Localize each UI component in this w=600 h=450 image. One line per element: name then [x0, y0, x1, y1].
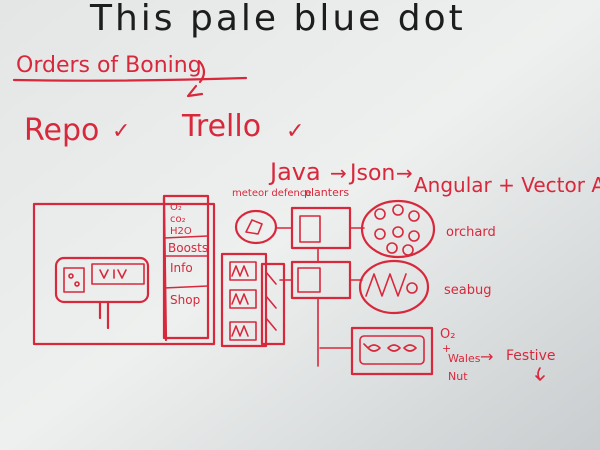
meteor-defence-turret: [245, 219, 263, 235]
label-orchard: orchard: [446, 225, 496, 240]
sidebar-item-boosts: Boosts: [168, 241, 208, 255]
sidebar-item-shop: Shop: [170, 293, 200, 307]
planters-box-inner: [299, 215, 321, 243]
sidebar-item-o2: O₂: [170, 202, 182, 213]
resource-arrow: →: [480, 347, 493, 366]
planter-column: [220, 252, 286, 348]
planter-slot-3-wave: [231, 325, 249, 337]
planter-strip-lines: [265, 271, 277, 331]
heading-underline: [12, 76, 248, 82]
pipeline-arrow-1: →: [330, 161, 347, 185]
task-repo: Repo: [24, 113, 99, 148]
console-dial: [63, 267, 85, 293]
planter-slot-3: [229, 321, 257, 341]
planter-stack: [220, 252, 268, 348]
sidebar-item-info: Info: [170, 261, 193, 275]
meteor-defence-dome: [234, 209, 278, 245]
task-repo-check: ✓: [112, 119, 130, 144]
console-glyphs: [99, 269, 127, 279]
inner-console: [54, 256, 150, 304]
seabug-bug: [406, 282, 418, 294]
planter-slot-1-wave: [231, 265, 249, 277]
resource-wales: Wales: [448, 352, 481, 365]
sidebar-item-co2: co₂: [170, 214, 186, 225]
label-planters: planters: [304, 186, 349, 199]
dial-dot-1: [68, 273, 74, 279]
planter-slot-2: [229, 289, 257, 309]
mid-box-inner: [297, 267, 321, 293]
label-festive: Festive: [506, 348, 555, 364]
planter-slot-2-wave: [231, 293, 249, 305]
board-title: This pale blue dot: [89, 0, 466, 39]
orchard-trees: [374, 204, 420, 256]
heading-arrow-squiggle: [186, 60, 206, 98]
sidebar-item-h2o: H2O: [170, 226, 192, 237]
label-seabug: seabug: [444, 283, 491, 298]
seabug-dome: [358, 259, 430, 315]
resource-o2: O₂: [440, 327, 455, 342]
game-screen-sketch: O₂ co₂ H2O Boosts Info Shop: [32, 194, 216, 346]
dial-dot-2: [74, 281, 80, 287]
planter-right-strip: [260, 262, 286, 346]
fish-glyphs: [363, 343, 417, 352]
task-trello: Trello: [181, 109, 261, 144]
task-trello-check: ✓: [286, 119, 304, 144]
planter-slot-1: [229, 261, 257, 281]
sidebar-sep-3: [163, 285, 209, 289]
orchard-dome: [360, 199, 436, 259]
game-sidebar: [162, 194, 210, 340]
resource-nut: Nut: [448, 370, 468, 383]
console-screen: [91, 263, 145, 285]
sidebar-sep-1: [163, 235, 209, 239]
label-meteor-defence: meteor defence: [232, 188, 312, 199]
seabug-waves: [365, 273, 407, 297]
fish-tank-inner: [359, 335, 425, 365]
pipeline-arrow-2: →: [396, 161, 413, 185]
pipeline-angular-vector: Angular + Vector Art: [414, 173, 600, 197]
resource-plus: +: [442, 342, 451, 355]
festive-hook: [535, 367, 545, 381]
pipeline-json: Json: [348, 161, 395, 186]
game-screen-frame: [32, 202, 216, 346]
pipeline-java: Java: [268, 158, 321, 186]
fish-tank-box: [350, 326, 434, 376]
board-heading: Orders of Boning: [16, 53, 202, 78]
